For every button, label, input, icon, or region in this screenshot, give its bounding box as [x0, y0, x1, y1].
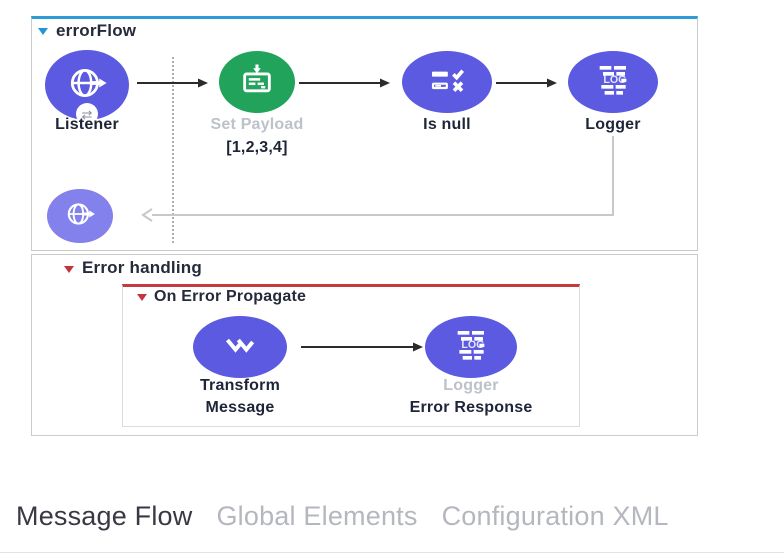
svg-text:LOG: LOG: [461, 339, 484, 351]
response-connector-arrowhead: [141, 208, 153, 222]
logger-node[interactable]: LOG: [568, 51, 658, 113]
listener-label: Listener: [55, 116, 119, 133]
set-payload-name: Set Payload: [210, 116, 304, 133]
on-error-propagate-title: On Error Propagate: [154, 288, 307, 305]
connector-arrow: [137, 78, 208, 88]
set-payload-value: [1,2,3,4]: [226, 139, 288, 156]
set-payload-node[interactable]: [219, 51, 295, 113]
error-response-logger-display-name: Error Response: [409, 399, 533, 416]
errorflow-container: [31, 16, 698, 251]
validation-check-x-icon: [427, 60, 467, 105]
flow-source-separator: [172, 57, 174, 243]
collapse-triangle-errorflow[interactable]: [38, 28, 48, 35]
transform-message-node[interactable]: [193, 316, 287, 378]
tab-message-flow[interactable]: Message Flow: [16, 501, 193, 531]
logger-label: Logger: [585, 116, 641, 133]
transform-message-label-line1: Transform: [199, 377, 281, 394]
svg-text:LOG: LOG: [603, 74, 626, 86]
response-connector-vertical: [612, 136, 614, 216]
listener-response-node[interactable]: [47, 189, 113, 243]
globe-icon: [64, 198, 96, 235]
tab-configuration-xml[interactable]: Configuration XML: [441, 501, 669, 531]
payload-document-icon: [238, 61, 276, 104]
error-handling-title: Error handling: [82, 258, 202, 277]
collapse-triangle-on-error-propagate[interactable]: [137, 294, 147, 301]
editor-tabs-bar: Message Flow Global Elements Configurati…: [16, 501, 669, 532]
flow-title: errorFlow: [56, 21, 137, 40]
tab-global-elements[interactable]: Global Elements: [216, 501, 418, 531]
transform-message-label-line2: Message: [205, 399, 275, 416]
globe-icon: [66, 62, 108, 109]
is-null-label: Is null: [423, 116, 471, 133]
error-response-logger-name: Logger: [443, 377, 499, 394]
connector-arrow: [299, 78, 390, 88]
connector-arrow: [496, 78, 557, 88]
log-bars-icon: LOG: [451, 325, 491, 370]
error-response-logger-node[interactable]: LOG: [425, 316, 517, 378]
response-connector-horizontal: [152, 214, 614, 216]
collapse-triangle-error-handling[interactable]: [64, 266, 74, 273]
log-bars-icon: LOG: [593, 60, 633, 105]
connector-arrow: [301, 342, 423, 352]
dataweave-chevrons-icon: [220, 325, 260, 370]
sync-arrows-icon: ⇄: [76, 103, 98, 125]
is-null-node[interactable]: [402, 51, 492, 113]
